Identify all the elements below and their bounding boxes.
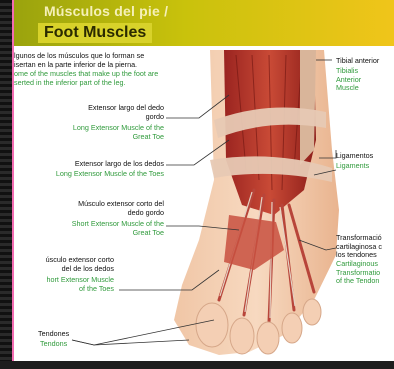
label-ext-largo-dedos-es: Extensor largo de los dedos [34,160,164,169]
label-ext-corto-dedos-es: úsculo extensor corto del de los dedos [14,256,114,273]
label-ext-corto-dedo-gordo-en: Short Extensor Muscle of the Great Toe [44,220,164,237]
poster-panel: Músculos del pie / Foot Muscles [14,0,394,362]
label-ext-largo-dedo-gordo-en: Long Extensor Muscle of the Great Toe [34,124,164,141]
label-ext-corto-dedo-gordo-es: Músculo extensor corto del dedo gordo [44,200,164,217]
label-tendones-en: Tendons [40,340,67,349]
label-ligamentos-es: Ligamentos [336,152,373,161]
label-tibial-anterior-en: Tibialis Anterior Muscle [336,67,361,93]
label-ext-largo-dedos-en: Long Extensor Muscle of the Toes [14,170,164,179]
left-frame-stripes [0,0,12,369]
label-tibial-anterior-es: Tibial anterior [336,57,379,66]
label-ligamentos-en: Ligaments [336,162,369,171]
label-transformacion-en: Cartilaginous Transformatio of the Tendo… [336,260,380,286]
intro-spanish: lgunos de los músculos que lo forman se … [14,52,144,69]
intro-english: ome of the muscles that make up the foot… [14,70,158,87]
label-transformacion-es: Transformació cartilaginosa c los tendon… [336,234,382,260]
label-ext-corto-dedos-en: hort Extensor Muscle of the Toes [14,276,114,293]
tibialis-band [300,50,316,165]
label-tendones-es: Tendones [38,330,69,339]
label-ext-largo-dedo-gordo-es: Extensor largo del dedo gordo [54,104,164,121]
bottom-frame-strip [0,361,394,369]
